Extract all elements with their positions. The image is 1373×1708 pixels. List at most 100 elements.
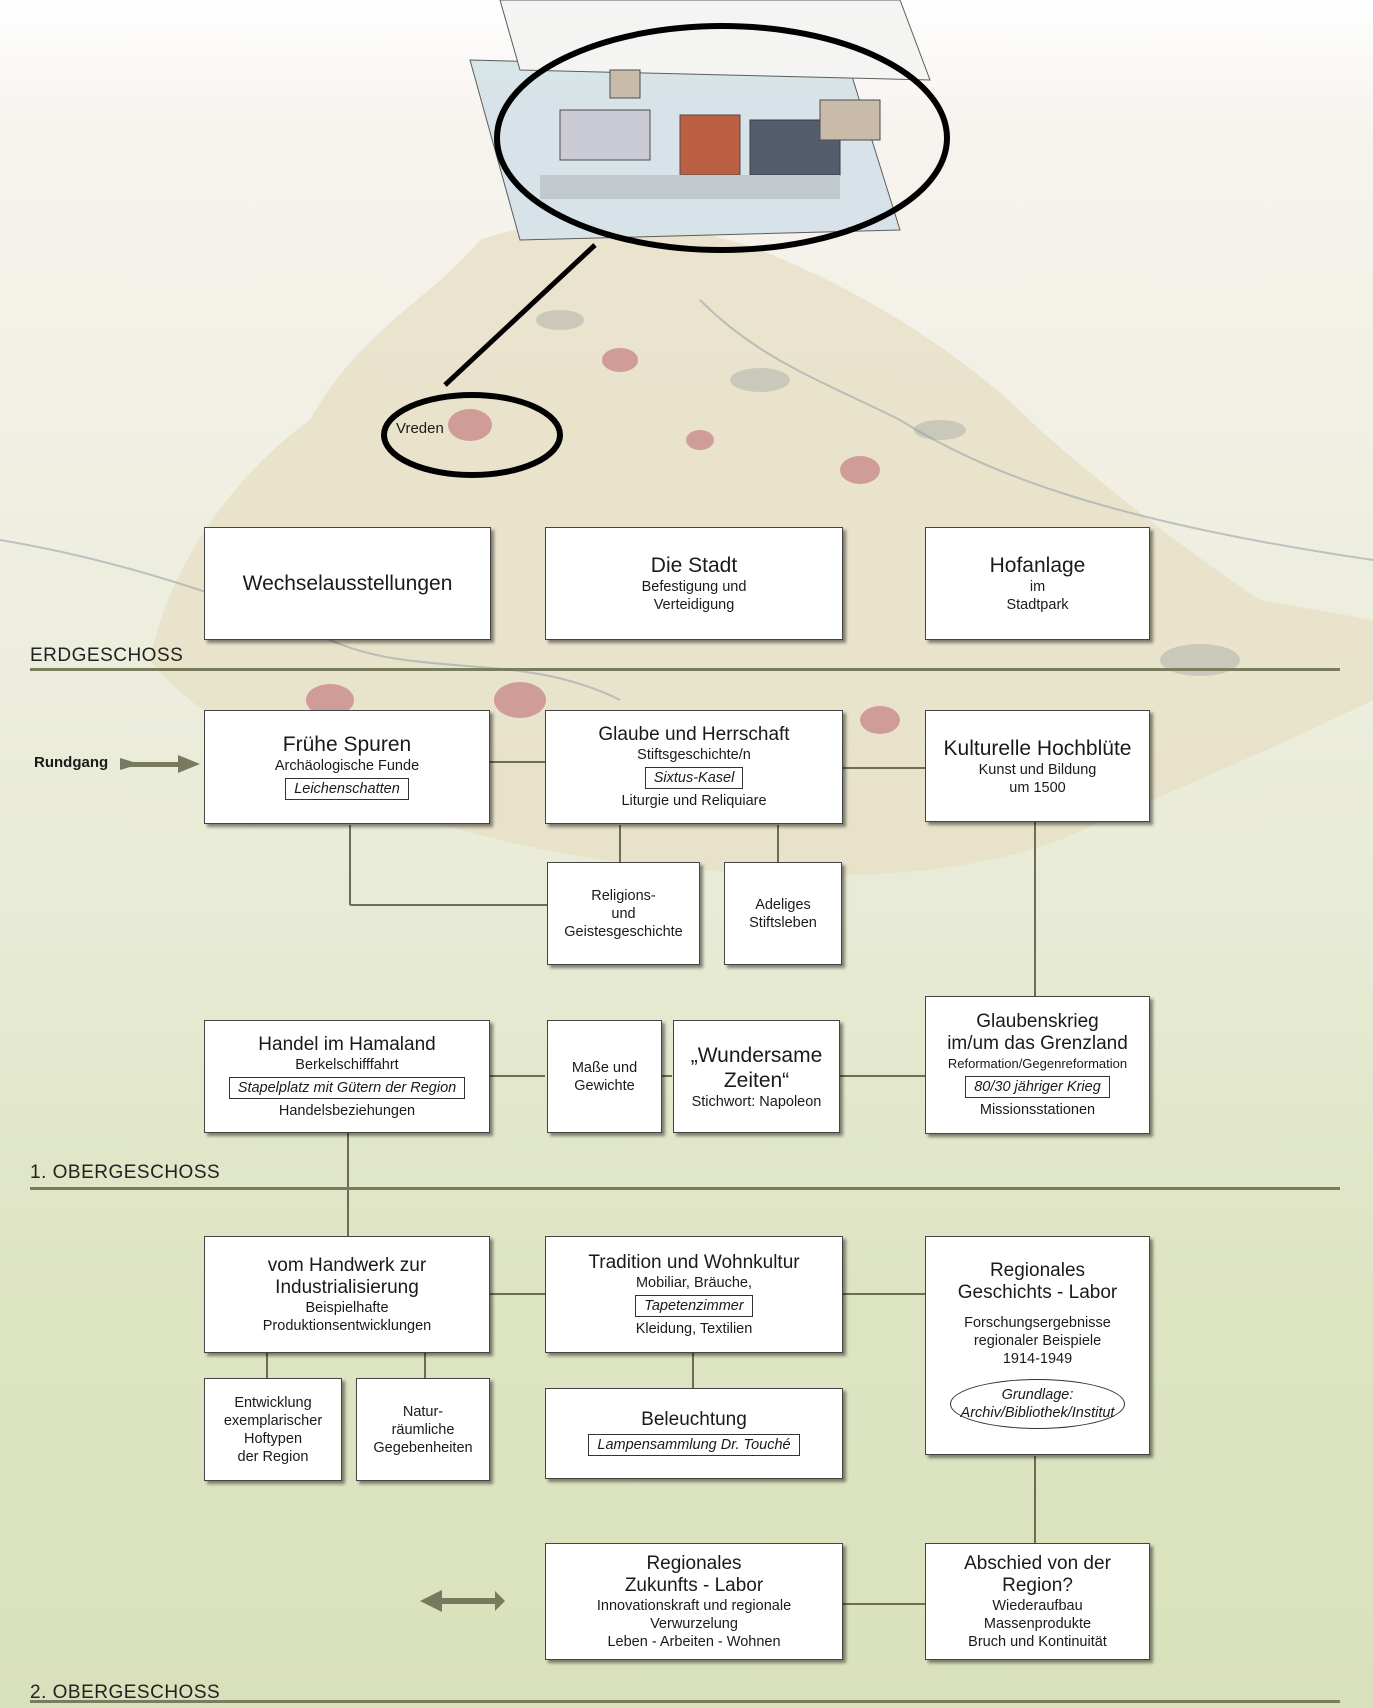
box-title: Zeiten“ [723,1068,790,1092]
box-title: Frühe Spuren [282,732,412,756]
box-line: räumliche [391,1421,455,1438]
box-subtitle: Mobiliar, Bräuche, [635,1274,753,1291]
box-title: Glaube und Herrschaft [598,724,790,745]
box-glaubenskrieg: Glaubenskrieg im/um das Grenzland Reform… [925,996,1150,1134]
box-abschied-region: Abschied von der Region? Wiederaufbau Ma… [925,1543,1150,1660]
box-hofanlage: Hofanlage im Stadtpark [925,527,1150,640]
box-tag: Tapetenzimmer [635,1294,753,1317]
box-adeliges-stiftsleben: Adeliges Stiftsleben [724,862,842,965]
box-subtitle: Archäologische Funde [274,757,420,774]
oval-line: Grundlage: [1001,1386,1074,1403]
box-tag: Leichenschatten [285,777,409,800]
box-line: Stadtpark [1006,597,1069,613]
box-line: Leben - Arbeiten - Wohnen [607,1633,781,1650]
box-title: Tradition und Wohnkultur [588,1251,800,1273]
box-line: Forschungsergebnisse [964,1314,1111,1331]
oval-line: Archiv/Bibliothek/Institut [960,1404,1115,1421]
box-line: um 1500 [1009,779,1066,796]
box-handwerk-industrialisierung: vom Handwerk zur Industrialisierung Beis… [204,1236,490,1353]
box-line: Religions- [591,887,656,904]
box-tag: Sixtus-Kasel [644,767,744,789]
box-subtitle: Missionsstationen [979,1102,1096,1118]
box-title: Region? [1002,1574,1073,1596]
box-line: Verteidigung [653,597,735,613]
box-line: Bruch und Kontinuität [968,1633,1107,1650]
box-tag: Stapelplatz mit Gütern der Region [228,1076,466,1099]
box-title: Die Stadt [650,554,738,577]
box-line: Maße und [571,1059,638,1076]
box-line: Gewichte [574,1077,635,1094]
box-line: der Region [237,1448,309,1465]
box-zukunfts-labor: Regionales Zukunfts - Labor Innovationsk… [545,1543,843,1660]
box-title: Handel im Hamaland [258,1033,436,1055]
box-title: Glaubenskrieg [976,1011,1099,1032]
box-title: Geschichts - Labor [957,1281,1118,1303]
box-geschichts-labor: Regionales Geschichts - Labor Forschungs… [925,1236,1150,1455]
floor-divider-og1 [30,1187,1340,1190]
box-beleuchtung: Beleuchtung Lampensammlung Dr. Touché [545,1388,843,1479]
box-line: Natur- [402,1403,444,1420]
floor-label-erdgeschoss: ERDGESCHOSS [30,645,184,666]
box-subtitle: Handelsbeziehungen [278,1102,416,1119]
box-title: Regionales [989,1259,1086,1281]
box-title: Regionales [646,1552,742,1574]
detail-ellipse [494,23,950,253]
box-naturraeumliche-gegebenheiten: Natur- räumliche Gegebenheiten [356,1378,490,1481]
box-title: vom Handwerk zur [267,1254,427,1276]
floor-divider-og2 [30,1700,1340,1703]
box-subtitle: Liturgie und Reliquiare [621,793,767,809]
box-line: exemplarischer [223,1412,323,1429]
box-line: Beispielhafte [305,1299,389,1316]
box-subtitle: Berkelschifffahrt [295,1056,399,1073]
box-oval-tag: Grundlage: Archiv/Bibliothek/Institut [949,1378,1126,1429]
floor-label-1-obergeschoss: 1. OBERGESCHOSS [30,1162,221,1183]
box-line: Kunst und Bildung [978,761,1097,778]
box-die-stadt: Die Stadt Befestigung und Verteidigung [545,527,843,640]
rundgang-label: Rundgang [34,754,109,771]
box-title: „Wundersame [690,1043,823,1067]
box-line: regionaler Beispiele [973,1332,1102,1349]
box-line: Entwicklung [234,1394,312,1411]
box-kulturelle-hochbluete: Kulturelle Hochblüte Kunst und Bildung u… [925,710,1150,822]
box-line: und [611,905,636,922]
box-title: Wechselausstellungen [242,572,453,595]
box-title: im/um das Grenzland [947,1033,1128,1054]
box-line: Stiftsleben [749,914,817,931]
box-masse-gewichte: Maße und Gewichte [547,1020,662,1133]
box-subtitle: Kleidung, Textilien [635,1320,753,1337]
box-entwicklung-hoftypen: Entwicklung exemplarischer Hoftypen der … [204,1378,342,1481]
box-line: Geistesgeschichte [564,923,683,940]
box-wundersame-zeiten: „Wundersame Zeiten“ Stichwort: Napoleon [673,1020,840,1133]
box-line: Verwurzelung [650,1615,738,1632]
box-handel-hamaland: Handel im Hamaland Berkelschifffahrt Sta… [204,1020,490,1133]
box-tradition-wohnkultur: Tradition und Wohnkultur Mobiliar, Bräuc… [545,1236,843,1353]
floor-label-2-obergeschoss: 2. OBERGESCHOSS [30,1682,221,1703]
box-subtitle: Stichwort: Napoleon [691,1093,822,1110]
map-place-label: Vreden [396,420,444,437]
box-wechselausstellungen: Wechselausstellungen [204,527,491,640]
box-line: im [1029,579,1046,595]
detail-connector [443,243,597,387]
box-religions-geistesgeschichte: Religions- und Geistesgeschichte [547,862,700,965]
building-model [469,0,931,241]
vreden-ellipse [381,392,563,478]
rundgang-arrow-icon [120,755,200,773]
box-subtitle: Reformation/Gegenreformation [947,1056,1128,1071]
box-line: Innovationskraft und regionale [596,1597,792,1614]
box-title: Industrialisierung [275,1276,419,1298]
box-title: Kulturelle Hochblüte [943,736,1132,760]
box-subtitle: Stiftsgeschichte/n [637,747,751,763]
box-line: Befestigung und [641,579,747,595]
box-line: Produktionsentwicklungen [262,1317,432,1334]
box-line: 1914-1949 [1002,1350,1073,1367]
box-title: Abschied von der [964,1552,1111,1574]
box-line: Wiederaufbau [992,1597,1083,1614]
box-title: Hofanlage [989,554,1086,577]
box-tag: Lampensammlung Dr. Touché [588,1433,800,1456]
box-fruehe-spuren: Frühe Spuren Archäologische Funde Leiche… [204,710,490,824]
box-glaube-herrschaft: Glaube und Herrschaft Stiftsgeschichte/n… [545,710,843,824]
connectors [266,761,1036,1605]
box-title: Zukunfts - Labor [624,1574,764,1596]
box-line: Adeliges [755,896,811,913]
box-tag: 80/30 jähriger Krieg [965,1076,1110,1098]
